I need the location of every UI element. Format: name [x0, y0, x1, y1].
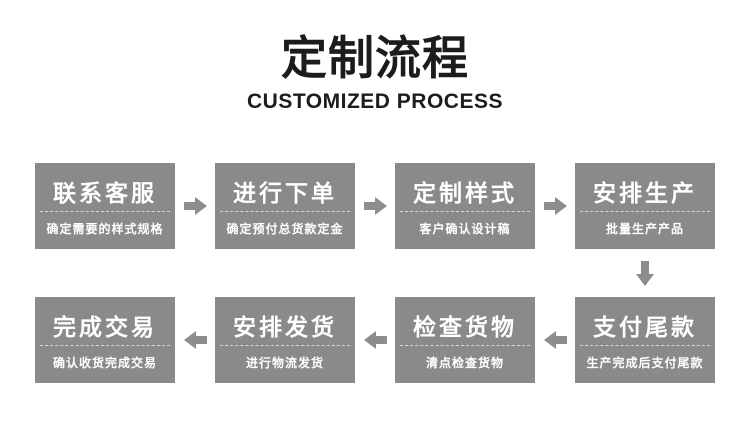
header: 定制流程 CUSTOMIZED PROCESS	[0, 0, 750, 113]
step-subtitle: 确定需要的样式规格	[46, 222, 164, 236]
dashed-divider	[220, 345, 350, 346]
step-title: 进行下单	[233, 180, 337, 206]
step-subtitle: 确定预付总货款定金	[226, 222, 344, 236]
arrow-left-icon	[355, 297, 395, 383]
step-title: 联系客服	[53, 180, 157, 206]
page-subtitle: CUSTOMIZED PROCESS	[247, 90, 503, 113]
step-subtitle: 确认收货完成交易	[52, 356, 157, 370]
page-title: 定制流程	[281, 32, 469, 84]
arrow-down-icon	[575, 249, 715, 297]
step-title: 安排生产	[593, 180, 697, 206]
arrow-down-shape	[636, 260, 654, 286]
arrow-right-icon	[535, 163, 575, 249]
dashed-divider	[40, 211, 170, 212]
step-title: 支付尾款	[593, 314, 697, 340]
step-subtitle: 批量生产产品	[605, 222, 684, 236]
dashed-divider	[400, 345, 530, 346]
arrow-right-shape	[363, 197, 387, 215]
arrow-left-icon	[535, 297, 575, 383]
step-subtitle: 客户确认设计稿	[419, 222, 511, 236]
arrow-right-shape	[543, 197, 567, 215]
arrow-right-icon	[355, 163, 395, 249]
step-box-place-order: 进行下单 确定预付总货款定金	[215, 163, 355, 249]
dashed-divider	[580, 345, 710, 346]
step-box-contact-service: 联系客服 确定需要的样式规格	[35, 163, 175, 249]
dashed-divider	[220, 211, 350, 212]
dashed-divider	[400, 211, 530, 212]
step-title: 安排发货	[233, 314, 337, 340]
arrow-right-shape	[183, 197, 207, 215]
arrow-left-icon	[175, 297, 215, 383]
step-title: 检查货物	[413, 314, 517, 340]
step-box-arrange-shipping: 安排发货 进行物流发货	[215, 297, 355, 383]
step-subtitle: 生产完成后支付尾款	[586, 356, 704, 370]
arrow-left-shape	[543, 331, 567, 349]
arrow-left-shape	[183, 331, 207, 349]
step-box-arrange-production: 安排生产 批量生产产品	[575, 163, 715, 249]
step-box-pay-balance: 支付尾款 生产完成后支付尾款	[575, 297, 715, 383]
dashed-divider	[40, 345, 170, 346]
step-title: 定制样式	[413, 180, 517, 206]
step-box-check-goods: 检查货物 清点检查货物	[395, 297, 535, 383]
step-title: 完成交易	[53, 314, 157, 340]
arrow-right-icon	[175, 163, 215, 249]
arrow-left-shape	[363, 331, 387, 349]
step-box-custom-style: 定制样式 客户确认设计稿	[395, 163, 535, 249]
step-subtitle: 进行物流发货	[245, 356, 324, 370]
step-box-complete-transaction: 完成交易 确认收货完成交易	[35, 297, 175, 383]
process-flow: 联系客服 确定需要的样式规格 进行下单 确定预付总货款定金 定制样式 客户确认设…	[0, 163, 750, 383]
dashed-divider	[580, 211, 710, 212]
step-subtitle: 清点检查货物	[425, 356, 504, 370]
